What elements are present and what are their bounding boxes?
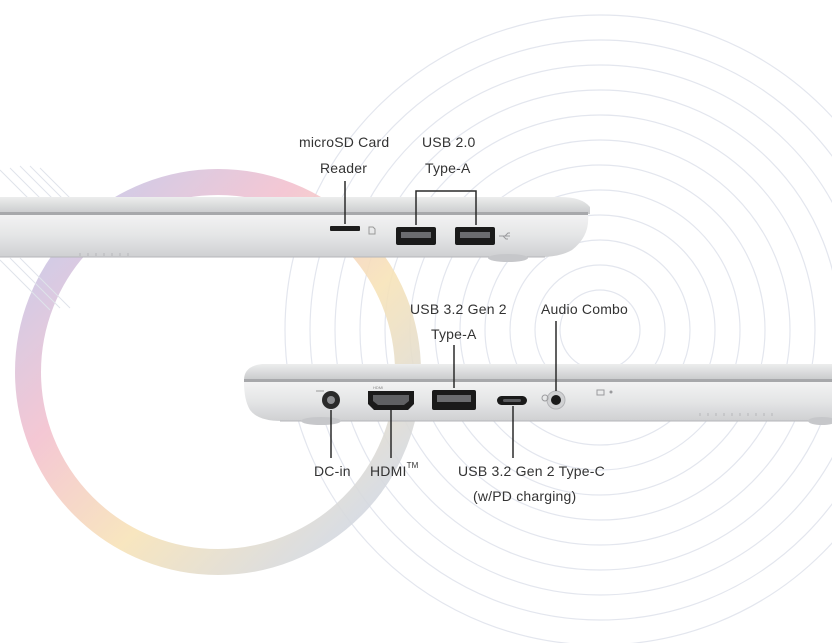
microsd-label-line1: microSD Card xyxy=(299,134,390,150)
usbc-label-line1: USB 3.2 Gen 2 Type-C xyxy=(458,463,605,479)
usb20-callout xyxy=(415,190,477,225)
vent-lines xyxy=(699,413,773,416)
audio-combo-label: Audio Combo xyxy=(541,301,629,317)
audio-jack-port xyxy=(541,390,566,410)
usb20-port-2 xyxy=(455,227,495,245)
hdmi-port-marking: HDMI xyxy=(373,385,383,390)
usb20-label-line2: Type-A xyxy=(425,160,471,176)
concentric-rings xyxy=(284,14,832,643)
usb-typec-port xyxy=(497,396,527,405)
laptop-left-side: HDMI xyxy=(244,364,832,425)
microsd-icon xyxy=(368,226,376,235)
hdmi-label: HDMITM xyxy=(370,461,419,479)
usb32-typea-port xyxy=(432,390,476,410)
usb-symbol-icon xyxy=(499,232,510,240)
dc-in-port xyxy=(316,390,340,409)
microsd-slot xyxy=(330,226,360,231)
usbc-label-line2: (w/PD charging) xyxy=(473,488,577,504)
usb20-port-1 xyxy=(396,227,436,245)
dcin-label: DC-in xyxy=(314,463,351,479)
status-led-icon xyxy=(596,389,613,396)
hdmi-label-text: HDMI xyxy=(370,463,407,479)
usb32a-label-line1: USB 3.2 Gen 2 xyxy=(410,301,507,317)
hdmi-trademark: TM xyxy=(406,461,419,470)
vent-dots xyxy=(79,253,129,256)
microsd-label-line2: Reader xyxy=(320,160,368,176)
usb20-label-line1: USB 2.0 xyxy=(422,134,476,150)
usb32a-label-line2: Type-A xyxy=(431,326,477,342)
laptop-right-side xyxy=(0,197,590,262)
callout-lines xyxy=(330,181,557,458)
background-decoration xyxy=(0,14,832,643)
hdmi-port: HDMI xyxy=(368,385,414,410)
